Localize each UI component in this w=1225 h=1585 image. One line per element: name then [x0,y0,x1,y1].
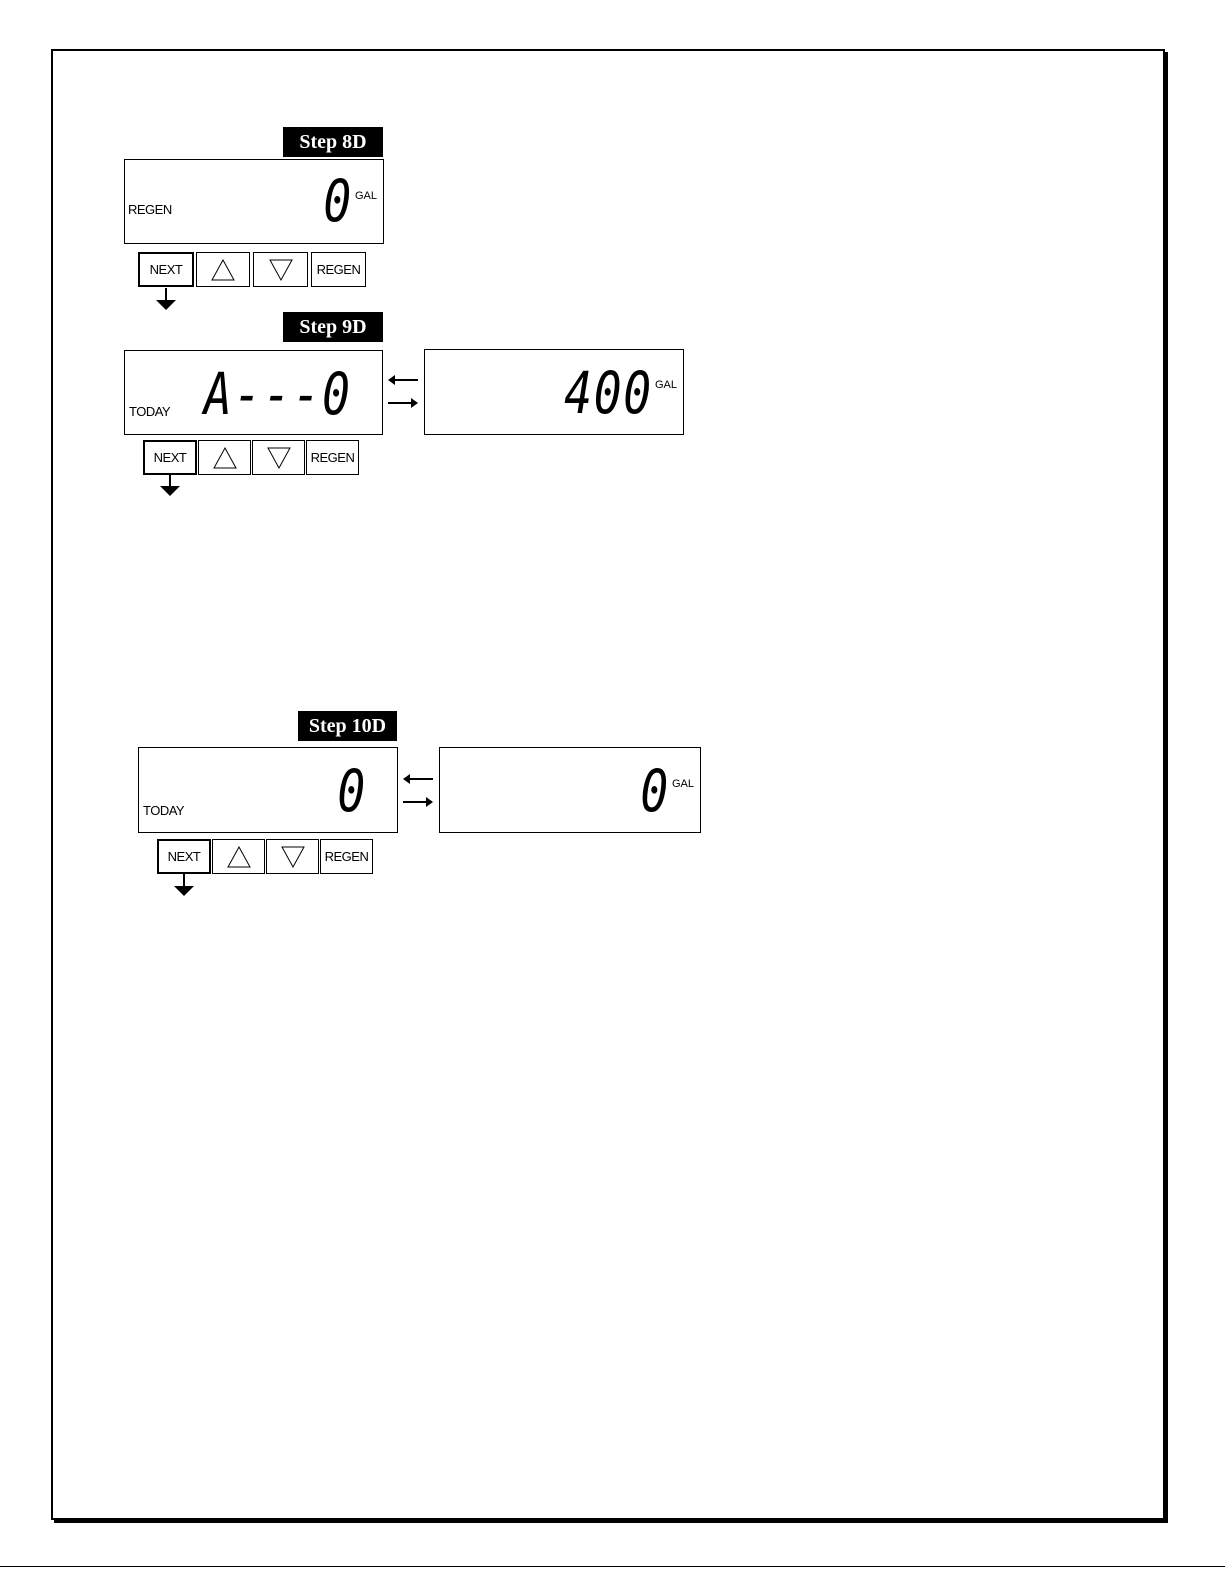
step-8d-display: REGEN 0 GAL [124,159,384,244]
display-digits: 0 [337,762,367,820]
down-button[interactable] [253,252,308,287]
step-10d-display: TODAY 0 [138,747,398,833]
arrow-down-icon [172,874,196,898]
up-button[interactable] [196,252,250,287]
up-button[interactable] [198,440,251,475]
regen-button[interactable]: REGEN [320,839,373,874]
up-button[interactable] [212,839,265,874]
down-button[interactable] [266,839,319,874]
arrow-down-icon [158,474,182,498]
display-label: REGEN [128,202,172,217]
step-9d-label: Step 9D [283,312,383,342]
up-triangle-icon [226,845,252,869]
display-digits: 400 [564,364,653,422]
step-9d-display: TODAY A---0 [124,350,383,435]
display-label: TODAY [143,803,184,818]
up-triangle-icon [212,446,238,470]
arrow-down-icon [154,288,178,312]
display-digits: 0 [323,172,353,230]
step-9d-alt-display: 400 GAL [424,349,684,435]
display-unit: GAL [355,190,377,202]
next-button[interactable]: NEXT [138,252,194,287]
regen-button[interactable]: REGEN [306,440,359,475]
step-10d-label: Step 10D [298,711,397,741]
next-button[interactable]: NEXT [157,839,211,874]
down-triangle-icon [266,446,292,470]
bottom-rule [0,1566,1225,1567]
display-digits: 0 [640,762,670,820]
down-triangle-icon [280,845,306,869]
regen-button[interactable]: REGEN [311,252,366,287]
display-unit: GAL [672,778,694,790]
step-8d-label: Step 8D [283,127,383,157]
swap-arrows-icon [401,771,435,809]
display-label: TODAY [129,404,170,419]
down-button[interactable] [252,440,305,475]
step-10d-alt-display: 0 GAL [439,747,701,833]
up-triangle-icon [210,258,236,282]
display-digits: A---0 [204,365,352,423]
display-unit: GAL [655,379,677,391]
down-triangle-icon [268,258,294,282]
next-button[interactable]: NEXT [143,440,197,475]
swap-arrows-icon [386,372,420,410]
